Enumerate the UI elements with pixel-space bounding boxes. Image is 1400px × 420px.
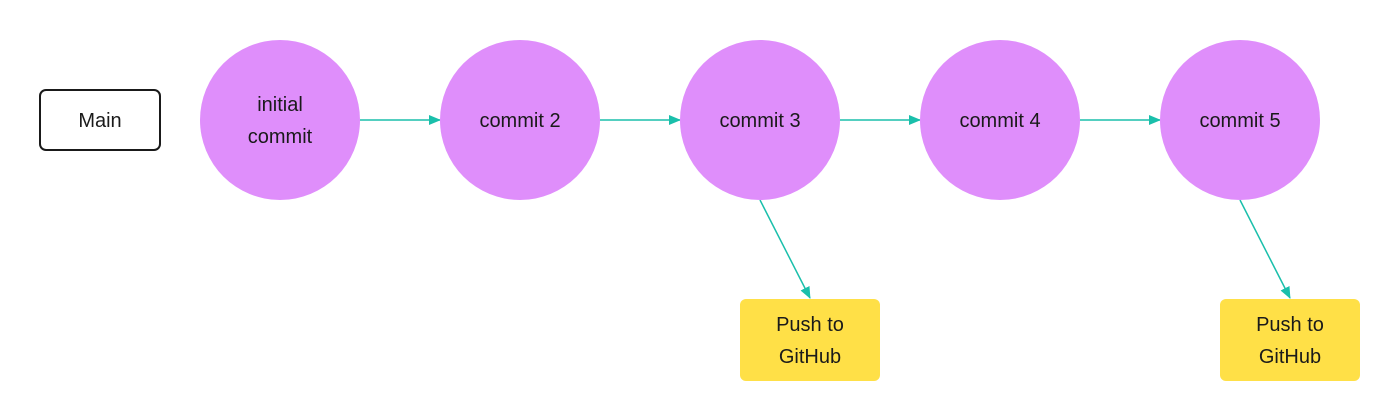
commit-nodes: initial commit commit 2 commit 3 commit 4 com… <box>200 40 1320 200</box>
commit-circle <box>440 40 600 200</box>
commit-circle <box>680 40 840 200</box>
push-to-github-node[interactable]: Push to GitHub <box>740 299 880 381</box>
commit-circle <box>200 40 360 200</box>
commit-label: initial <box>257 94 303 116</box>
commit-node[interactable]: commit 4 <box>920 40 1080 200</box>
push-label: Push to <box>1256 314 1324 336</box>
commit-circle <box>1160 40 1320 200</box>
push-arrow <box>1239 199 1291 299</box>
connectors <box>360 115 1291 299</box>
commit-node[interactable]: commit 5 <box>1160 40 1320 200</box>
branch-label-main[interactable]: Main <box>39 89 161 151</box>
branch-label-text: Main <box>78 110 121 132</box>
push-to-github-node[interactable]: Push to GitHub <box>1220 299 1360 381</box>
push-box <box>1220 299 1360 381</box>
commit-label: commit 5 <box>1199 110 1280 132</box>
push-arrow <box>759 199 811 299</box>
commit-node[interactable]: initial commit <box>200 40 360 200</box>
commit-circle <box>920 40 1080 200</box>
commit-label: commit <box>248 126 313 148</box>
push-label: Push to <box>776 314 844 336</box>
commit-node[interactable]: commit 3 <box>680 40 840 200</box>
action-nodes: Push to GitHub Push to GitHub <box>740 299 1360 381</box>
push-box <box>740 299 880 381</box>
commit-node[interactable]: commit 2 <box>440 40 600 200</box>
commit-label: commit 4 <box>959 110 1040 132</box>
commit-label: commit 3 <box>719 110 800 132</box>
commit-label: commit 2 <box>479 110 560 132</box>
push-label: GitHub <box>1259 346 1321 368</box>
push-label: GitHub <box>779 346 841 368</box>
